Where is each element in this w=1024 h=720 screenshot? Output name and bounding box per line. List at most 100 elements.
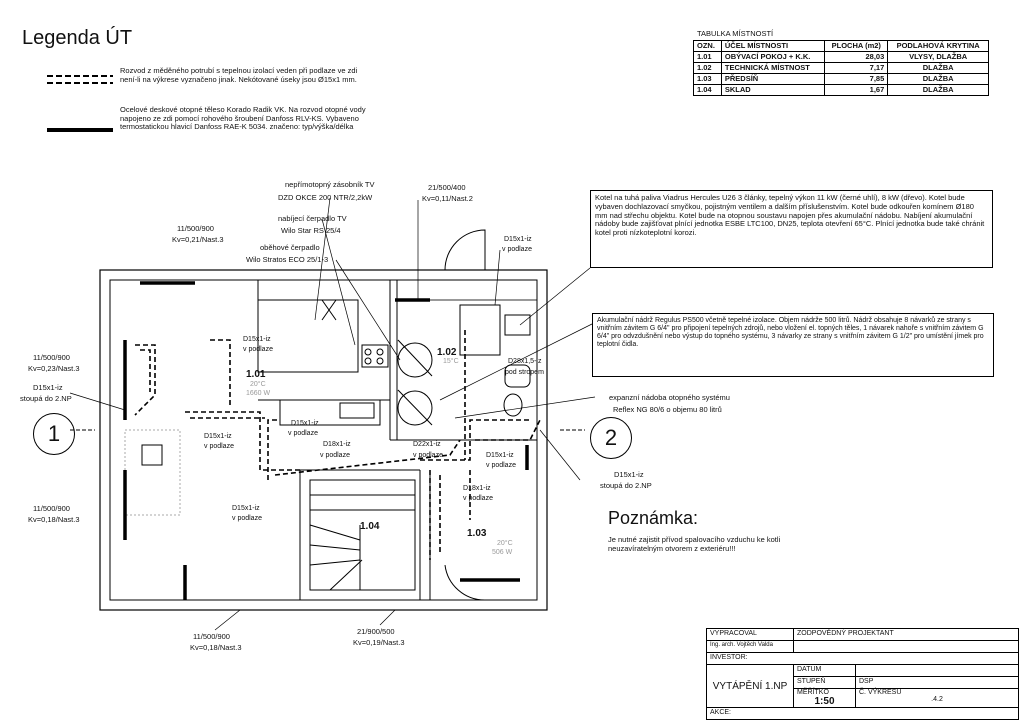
room-number-104: 1.04 [360,521,380,532]
label-rad-left-low-kv: Kv=0,18/Nast.3 [28,515,80,524]
room-table-caption: TABULKA MÍSTNOSTÍ [697,29,774,38]
stove [361,344,389,368]
pipe-label-note: v podlaze [243,346,273,353]
pipe-label-note: v podlaze [502,246,532,253]
pipe-label: D15x1-iz [232,505,260,512]
room-temp-101: 20°C [250,381,266,388]
pipe-label-note: v podlaze [288,430,318,437]
room-number-103: 1.03 [467,528,487,539]
washer [504,364,531,388]
tb-prepared-label: VYPRACOVAL [706,628,794,641]
tb-stage-label: STUPEŇ [793,676,856,689]
note-heading: Poznámka: [608,508,699,528]
legend-title: Legenda ÚT [22,27,133,49]
table-row: 1.04 SKLAD 1,67 DLAŽBA [693,84,989,96]
pipe-label: D15x1-iz [291,420,319,427]
room-temp-102: 15°C [443,358,459,365]
pipe-label: D28x1,5-iz [508,358,542,365]
wc [503,393,523,417]
room-table: OZN. ÚČEL MÍSTNOSTI PLOCHA (m2) PODLAHOV… [693,40,989,96]
table-row: 1.01 OBÝVACÍ POKOJ + K.K. 28,03 VLYSY, D… [693,51,989,63]
label-charge-pump-model: Wilo Star RS 25/4 [281,226,341,235]
pipe-label: D15x1-iz [243,336,271,343]
tb-scale-label: MĚŘÍTKO [797,689,829,696]
tb-scale-value: 1:50 [814,696,835,707]
pipe-label: D15x1-iz [504,236,532,243]
pipe-label: D15x1-iz [204,433,232,440]
heating-pipes [134,330,541,560]
table-row: 1.03 PŘEDSÍŇ 7,85 DLAŽBA [693,73,989,85]
label-riser-right-note: stoupá do 2.NP [600,481,652,490]
tb-action-label: AKCE: [706,707,1019,720]
label-rad-left-mid: 11/500/900 [33,353,70,362]
label-rad-top-center: 21/500/400 [428,183,466,192]
burner [364,357,372,365]
section-marker-1: 1 [33,413,75,455]
tb-investor-label: INVESTOR: [706,652,1019,665]
pipe-label: D15x1-iz [486,452,514,459]
room-temp-103: 20°C [497,540,513,547]
label-charge-pump: nabíjecí čerpadlo TV [278,214,347,223]
pipe-label-note: v podlaze [413,452,443,459]
kitchen-counter [257,299,359,373]
burner [364,348,372,356]
pipe-label-note: v podlaze [232,515,262,522]
pipe-label: D22x1-iz [413,441,441,448]
label-rad-bottom-left-kv: Kv=0,18/Nast.3 [190,643,242,652]
dining-table [141,444,163,466]
tb-drawing-title: VYTÁPĚNÍ 1.NP [706,664,794,708]
door-hall [444,564,486,601]
boiler-note-box: Kotel na tuhá paliva Viadrus Hercules U2… [590,190,993,268]
pipe-label: D18x1-iz [323,441,351,448]
section-marker-2: 2 [590,417,632,459]
tb-date-label: DATUM [793,664,856,677]
pipe-label: D18x1-iz [463,485,491,492]
washbasin [504,314,531,336]
tb-stage-value: DSP [855,676,1019,689]
tb-drawing-no-value: .4.2 [931,696,943,703]
leader-lines [69,197,601,631]
label-rad-bottom-center: 21/900/500 [357,627,395,636]
pipe-label-note: pod stropem [505,369,544,376]
pipe-label-note: v podlaze [320,452,350,459]
tank-note-box: Akumulační nádrž Regulus PS500 včetně te… [592,313,994,377]
dining-area [124,429,181,516]
label-expansion-model: Reflex NG 80/6 o objemu 80 litrů [613,405,722,414]
label-rad-top-left: 11/500/900 [177,224,214,233]
label-riser-left-note: stoupá do 2.NP [20,394,72,403]
stairs [309,479,416,591]
radiators [123,281,529,600]
label-circ-pump-model: Wilo Stratos ECO 25/1-3 [246,255,329,264]
legend-radiator-text: Ocelové deskové otopné těleso Korado Rad… [120,105,366,132]
title-block: VYPRACOVAL ZODPOVĚDNÝ PROJEKTANT Ing. ar… [706,628,1019,720]
pipe-label-note: v podlaze [463,495,493,502]
label-circ-pump: oběhové čerpadlo [260,243,320,252]
note-text: Je nutné zajistit přívod spalovacího vzd… [608,535,781,553]
legend-symbols [47,75,113,132]
sink [339,402,375,419]
tank-circle-2 [397,390,433,426]
label-rad-top-left-kv: Kv=0,21/Nast.3 [172,235,224,244]
pipe-label-note: v podlaze [486,462,516,469]
burner [376,357,384,365]
label-riser-right: D15x1-iz [614,470,644,479]
stair-treads [309,494,415,591]
label-rad-bottom-center-kv: Kv=0,19/Nast.3 [353,638,405,647]
label-rad-bottom-left: 11/500/900 [193,632,230,641]
room-number-101: 1.01 [246,369,266,380]
label-rad-left-low: 11/500/900 [33,504,70,513]
tb-drawing-no-label: Č. VÝKRESU [859,689,902,696]
door-entry [444,229,486,271]
tb-author: Ing. arch. Vojtěch Valda [706,640,794,653]
label-indirect-tank: nepřímotopný zásobník TV [285,180,375,189]
burner [376,348,384,356]
room-power-101: 1660 W [246,390,271,397]
kitchen-counter-2 [279,399,381,426]
room-power-103: 506 W [492,549,513,556]
label-rad-left-mid-kv: Kv=0,23/Nast.3 [28,364,80,373]
legend-pipe-text: Rozvod z měděného potrubí s tepelnou izo… [120,66,358,84]
room-number-102: 1.02 [437,347,457,358]
boiler [459,304,501,356]
label-riser-left: D15x1-iz [33,383,63,392]
